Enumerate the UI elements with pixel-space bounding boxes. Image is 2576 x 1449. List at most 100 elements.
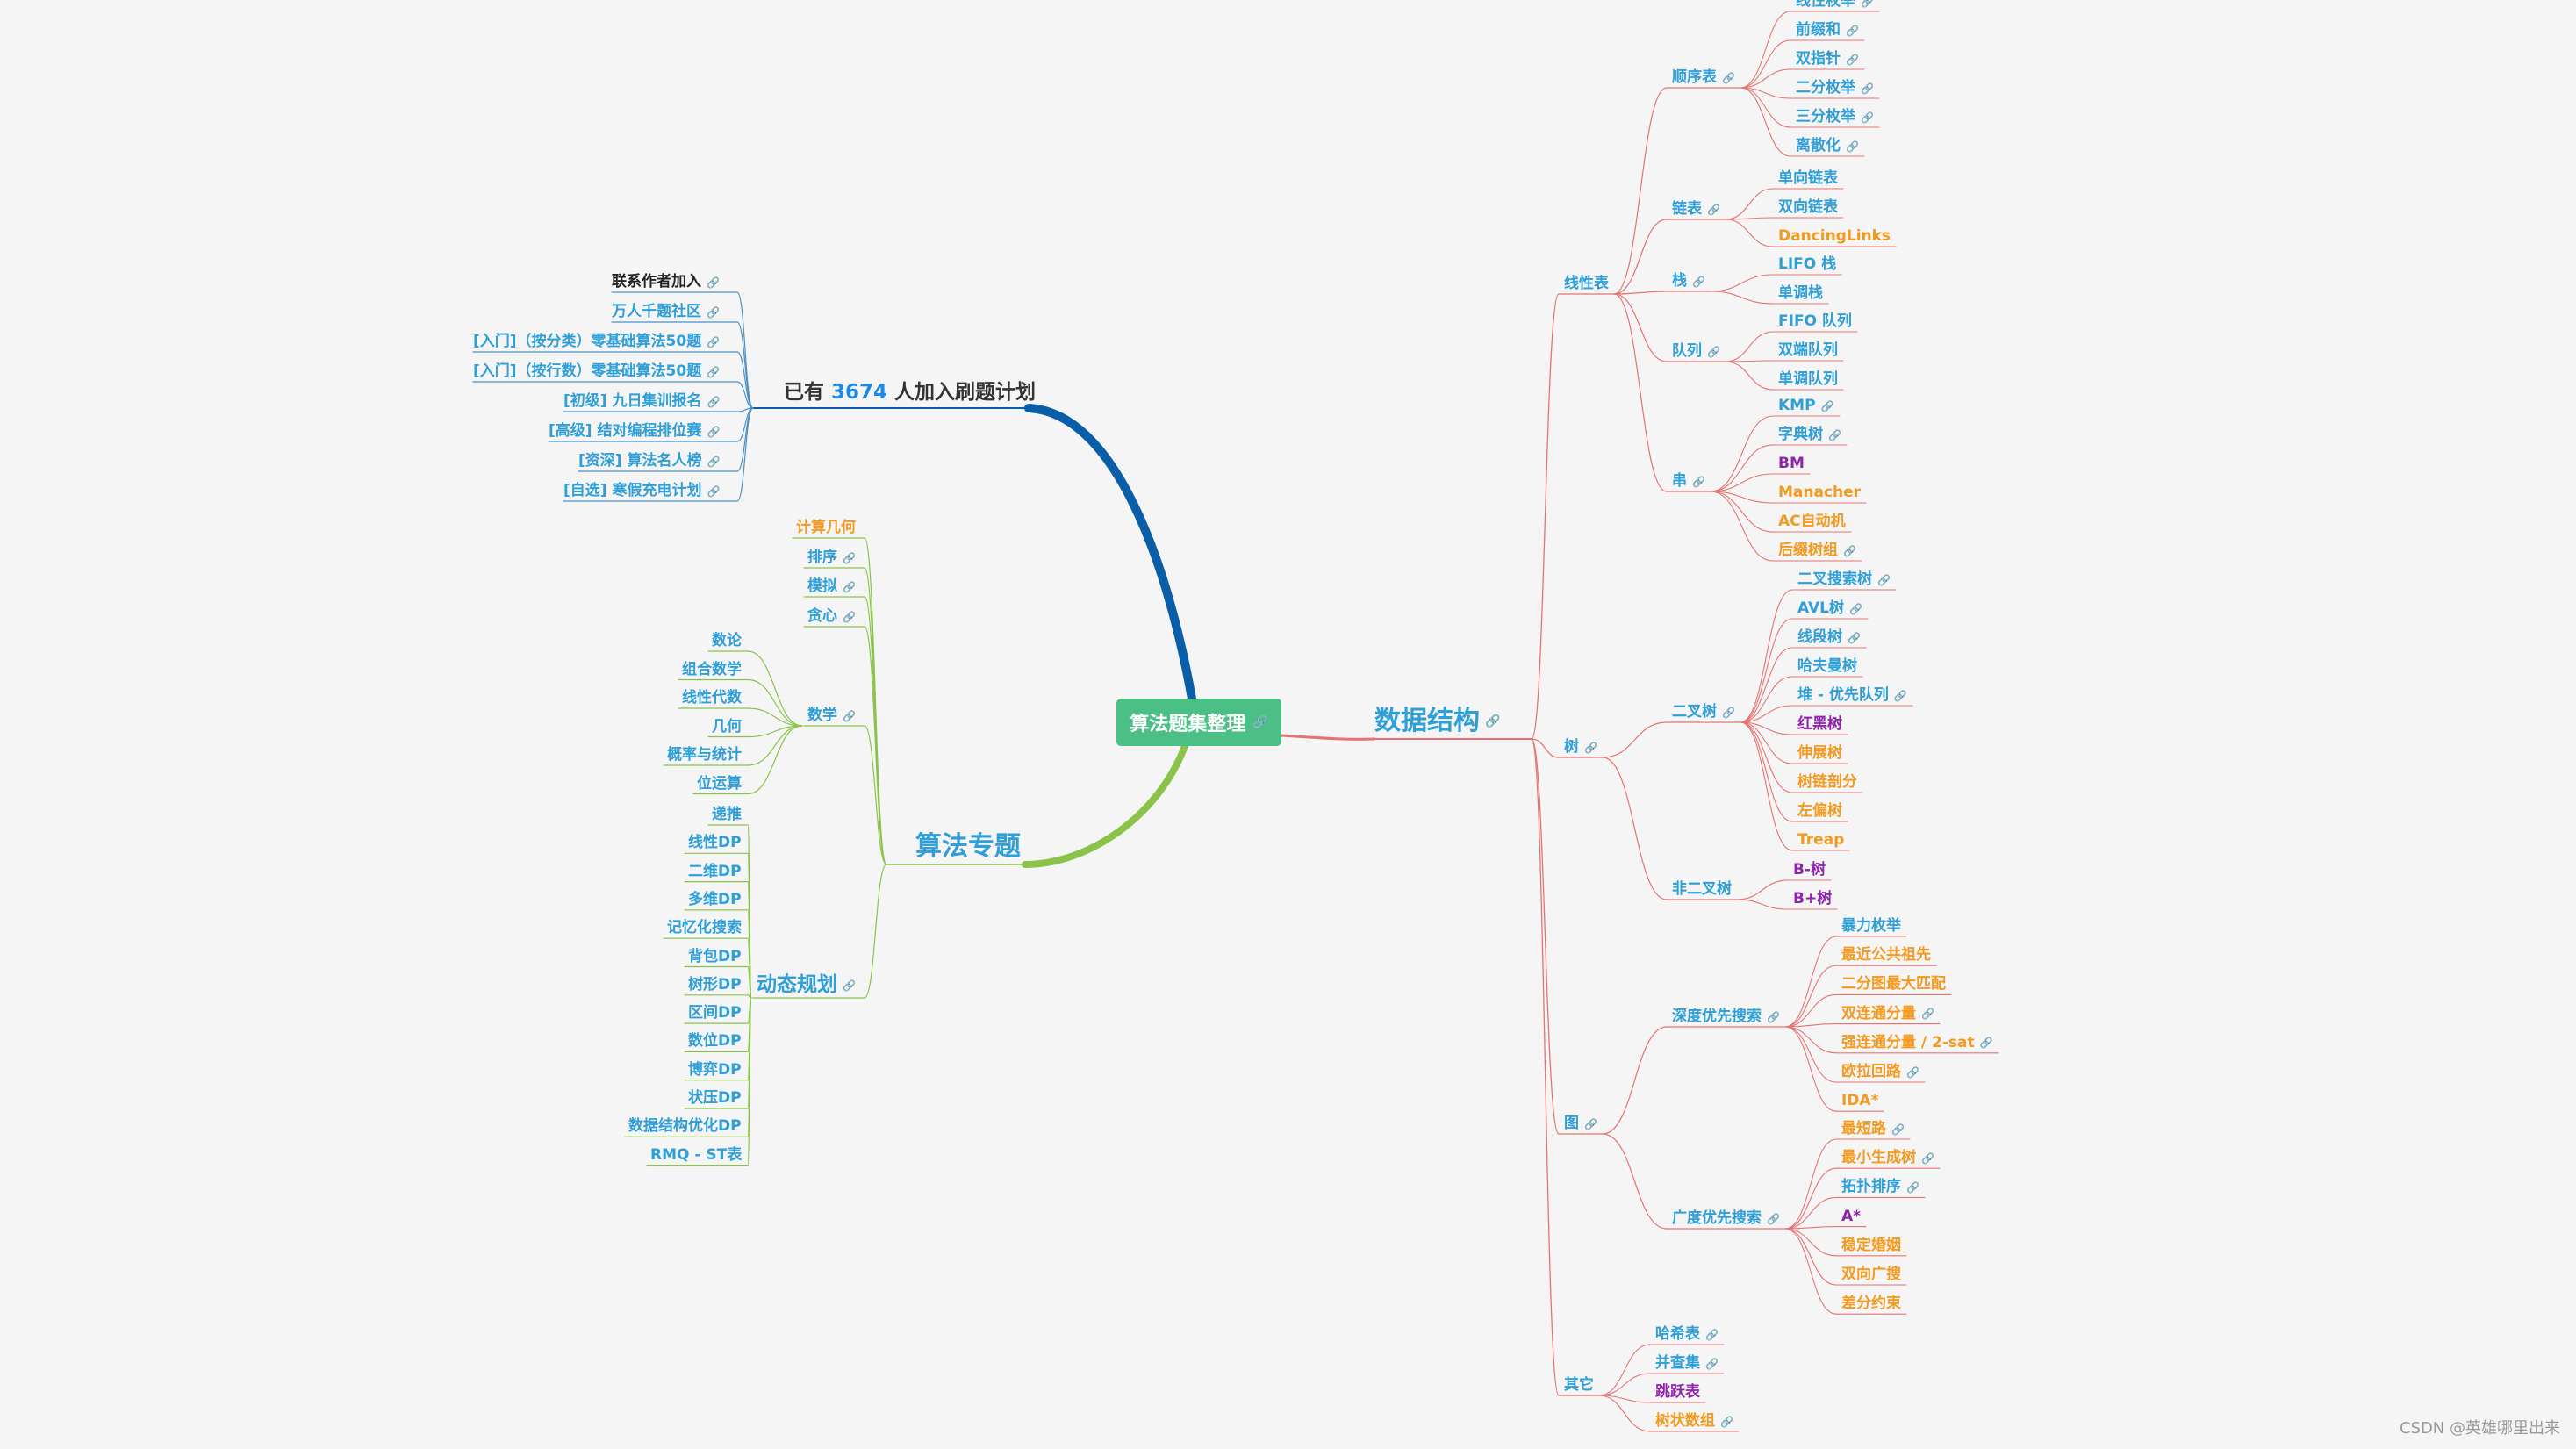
mindmap-node[interactable]: 二叉树🔗	[1672, 705, 1735, 720]
link-icon[interactable]: 🔗	[1921, 1151, 1934, 1165]
mindmap-node[interactable]: 双向链表	[1778, 200, 1838, 215]
link-icon[interactable]: 🔗	[707, 425, 721, 438]
mindmap-node[interactable]: 多维DP	[688, 892, 742, 907]
mindmap-node[interactable]: 线性表	[1564, 276, 1609, 291]
link-icon[interactable]: 🔗	[843, 551, 856, 564]
mindmap-node[interactable]: BM	[1778, 456, 1805, 471]
mindmap-node[interactable]: 伸展树	[1797, 746, 1842, 761]
mindmap-node[interactable]: 万人千题社区🔗	[612, 305, 720, 319]
mindmap-node[interactable]: DancingLinks	[1778, 229, 1891, 244]
link-icon[interactable]: 🔗	[1584, 741, 1597, 754]
link-icon[interactable]: 🔗	[1891, 1123, 1905, 1136]
mindmap-node[interactable]: 树状数组🔗	[1655, 1414, 1733, 1429]
link-icon[interactable]: 🔗	[707, 335, 721, 348]
mindmap-node[interactable]: 递推	[712, 807, 742, 822]
mindmap-node[interactable]: 字典树🔗	[1778, 427, 1841, 442]
mindmap-node[interactable]: RMQ - ST表	[650, 1147, 742, 1163]
mindmap-node[interactable]: 树🔗	[1564, 740, 1597, 755]
link-icon[interactable]: 🔗	[1846, 53, 1859, 66]
mindmap-node[interactable]: 区间DP	[688, 1006, 742, 1021]
mindmap-node[interactable]: 红黑树	[1797, 717, 1842, 732]
mindmap-node[interactable]: B+树	[1793, 892, 1832, 907]
mindmap-node[interactable]: 哈夫曼树	[1797, 659, 1857, 674]
root-node[interactable]: 算法题集整理 🔗	[1116, 699, 1281, 746]
link-icon[interactable]: 🔗	[1846, 140, 1859, 153]
mindmap-node[interactable]: 深度优先搜索🔗	[1672, 1009, 1780, 1024]
mindmap-node[interactable]: 差分约束	[1841, 1296, 1901, 1311]
mindmap-node[interactable]: FIFO 队列	[1778, 314, 1852, 329]
mindmap-node[interactable]: Manacher	[1778, 485, 1861, 500]
mindmap-node[interactable]: 双向广搜	[1841, 1267, 1901, 1282]
link-icon[interactable]: 🔗	[1485, 714, 1501, 728]
mindmap-node[interactable]: 堆 - 优先队列🔗	[1797, 688, 1907, 703]
mindmap-node[interactable]: 记忆化搜索	[667, 921, 742, 936]
mindmap-node[interactable]: 串🔗	[1672, 474, 1705, 489]
link-icon[interactable]: 🔗	[1893, 689, 1907, 702]
plan-node[interactable]: 已有 3674 人加入刷题计划	[784, 379, 1036, 405]
mindmap-node[interactable]: 哈希表🔗	[1655, 1327, 1719, 1342]
mindmap-node[interactable]: 状压DP	[688, 1091, 742, 1106]
mindmap-node[interactable]: 暴力枚举	[1841, 919, 1901, 934]
link-icon[interactable]: 🔗	[1820, 399, 1834, 412]
mindmap-node[interactable]: 排序🔗	[807, 550, 856, 565]
link-icon[interactable]: 🔗	[843, 610, 856, 623]
mindmap-node[interactable]: 前缀和🔗	[1796, 23, 1859, 38]
link-icon[interactable]: 🔗	[1849, 602, 1862, 615]
link-icon[interactable]: 🔗	[1722, 706, 1735, 719]
mindmap-node[interactable]: 博弈DP	[688, 1062, 742, 1078]
link-icon[interactable]: 🔗	[1906, 1180, 1919, 1194]
mindmap-node[interactable]: AC自动机	[1778, 514, 1846, 529]
mindmap-node[interactable]: 链表🔗	[1672, 202, 1720, 217]
link-icon[interactable]: 🔗	[1921, 1008, 1934, 1021]
mindmap-node[interactable]: 最小生成树🔗	[1841, 1151, 1934, 1166]
link-icon[interactable]: 🔗	[707, 455, 721, 468]
link-icon[interactable]: 🔗	[1979, 1037, 1993, 1050]
link-icon[interactable]: 🔗	[1722, 71, 1735, 84]
mindmap-node[interactable]: 二维DP	[688, 864, 742, 879]
link-icon[interactable]: 🔗	[1767, 1010, 1780, 1023]
mindmap-node[interactable]: 数论	[712, 634, 742, 649]
mindmap-node[interactable]: 线性代数	[682, 691, 742, 706]
mindmap-node[interactable]: 线段树🔗	[1797, 630, 1861, 645]
mindmap-node[interactable]: 广度优先搜索🔗	[1672, 1211, 1780, 1226]
mindmap-node[interactable]: 组合数学	[682, 662, 742, 678]
mindmap-node[interactable]: 二分枚举🔗	[1796, 81, 1874, 96]
mindmap-node[interactable]: 计算几何	[796, 520, 856, 535]
link-icon[interactable]: 🔗	[1828, 428, 1841, 441]
link-icon[interactable]: 🔗	[1707, 203, 1720, 216]
mindmap-node[interactable]: [入门]（按分类）零基础算法50题🔗	[473, 334, 720, 349]
mindmap-node[interactable]: 模拟🔗	[807, 579, 856, 594]
link-icon[interactable]: 🔗	[1705, 1328, 1719, 1341]
mindmap-node[interactable]: 双端队列	[1778, 343, 1838, 358]
mindmap-node[interactable]: 线性DP	[688, 836, 742, 850]
mindmap-node[interactable]: Treap	[1797, 833, 1844, 848]
mindmap-node[interactable]: 数学🔗	[807, 708, 856, 723]
mindmap-node[interactable]: 其它	[1564, 1378, 1594, 1393]
link-icon[interactable]: 🔗	[1707, 345, 1720, 358]
link-icon[interactable]: 🔗	[707, 395, 721, 408]
mindmap-node[interactable]: [初级] 九日集训报名🔗	[563, 394, 720, 409]
algo-node[interactable]: 算法专题	[915, 829, 1021, 864]
link-icon[interactable]: 🔗	[843, 709, 856, 722]
link-icon[interactable]: 🔗	[1848, 631, 1861, 644]
link-icon[interactable]: 🔗	[1846, 24, 1859, 37]
mindmap-node[interactable]: 跳跃表	[1655, 1385, 1700, 1400]
mindmap-node[interactable]: 图🔗	[1564, 1116, 1597, 1131]
link-icon[interactable]: 🔗	[707, 276, 720, 289]
link-icon[interactable]: 🔗	[707, 305, 720, 319]
link-icon[interactable]: 🔗	[843, 979, 856, 992]
mindmap-node[interactable]: [高级] 结对编程排位赛🔗	[549, 424, 720, 439]
mindmap-node[interactable]: B-树	[1793, 863, 1826, 878]
mindmap-node[interactable]: 双指针🔗	[1796, 52, 1859, 67]
mindmap-node[interactable]: 联系作者加入🔗	[612, 275, 720, 290]
link-icon[interactable]: 🔗	[1705, 1357, 1719, 1370]
mindmap-node[interactable]: 背包DP	[688, 949, 742, 965]
mindmap-node[interactable]: 树形DP	[688, 977, 742, 993]
ds-node[interactable]: 数据结构 🔗	[1374, 704, 1500, 739]
mindmap-node[interactable]: 线性枚举🔗	[1796, 0, 1874, 9]
mindmap-node[interactable]: 数位DP	[688, 1034, 742, 1049]
mindmap-node[interactable]: 栈🔗	[1672, 274, 1705, 289]
mindmap-node[interactable]: 二叉搜索树🔗	[1797, 572, 1891, 587]
link-icon[interactable]: 🔗	[1906, 1065, 1919, 1079]
mindmap-node[interactable]: 左偏树	[1797, 804, 1842, 819]
